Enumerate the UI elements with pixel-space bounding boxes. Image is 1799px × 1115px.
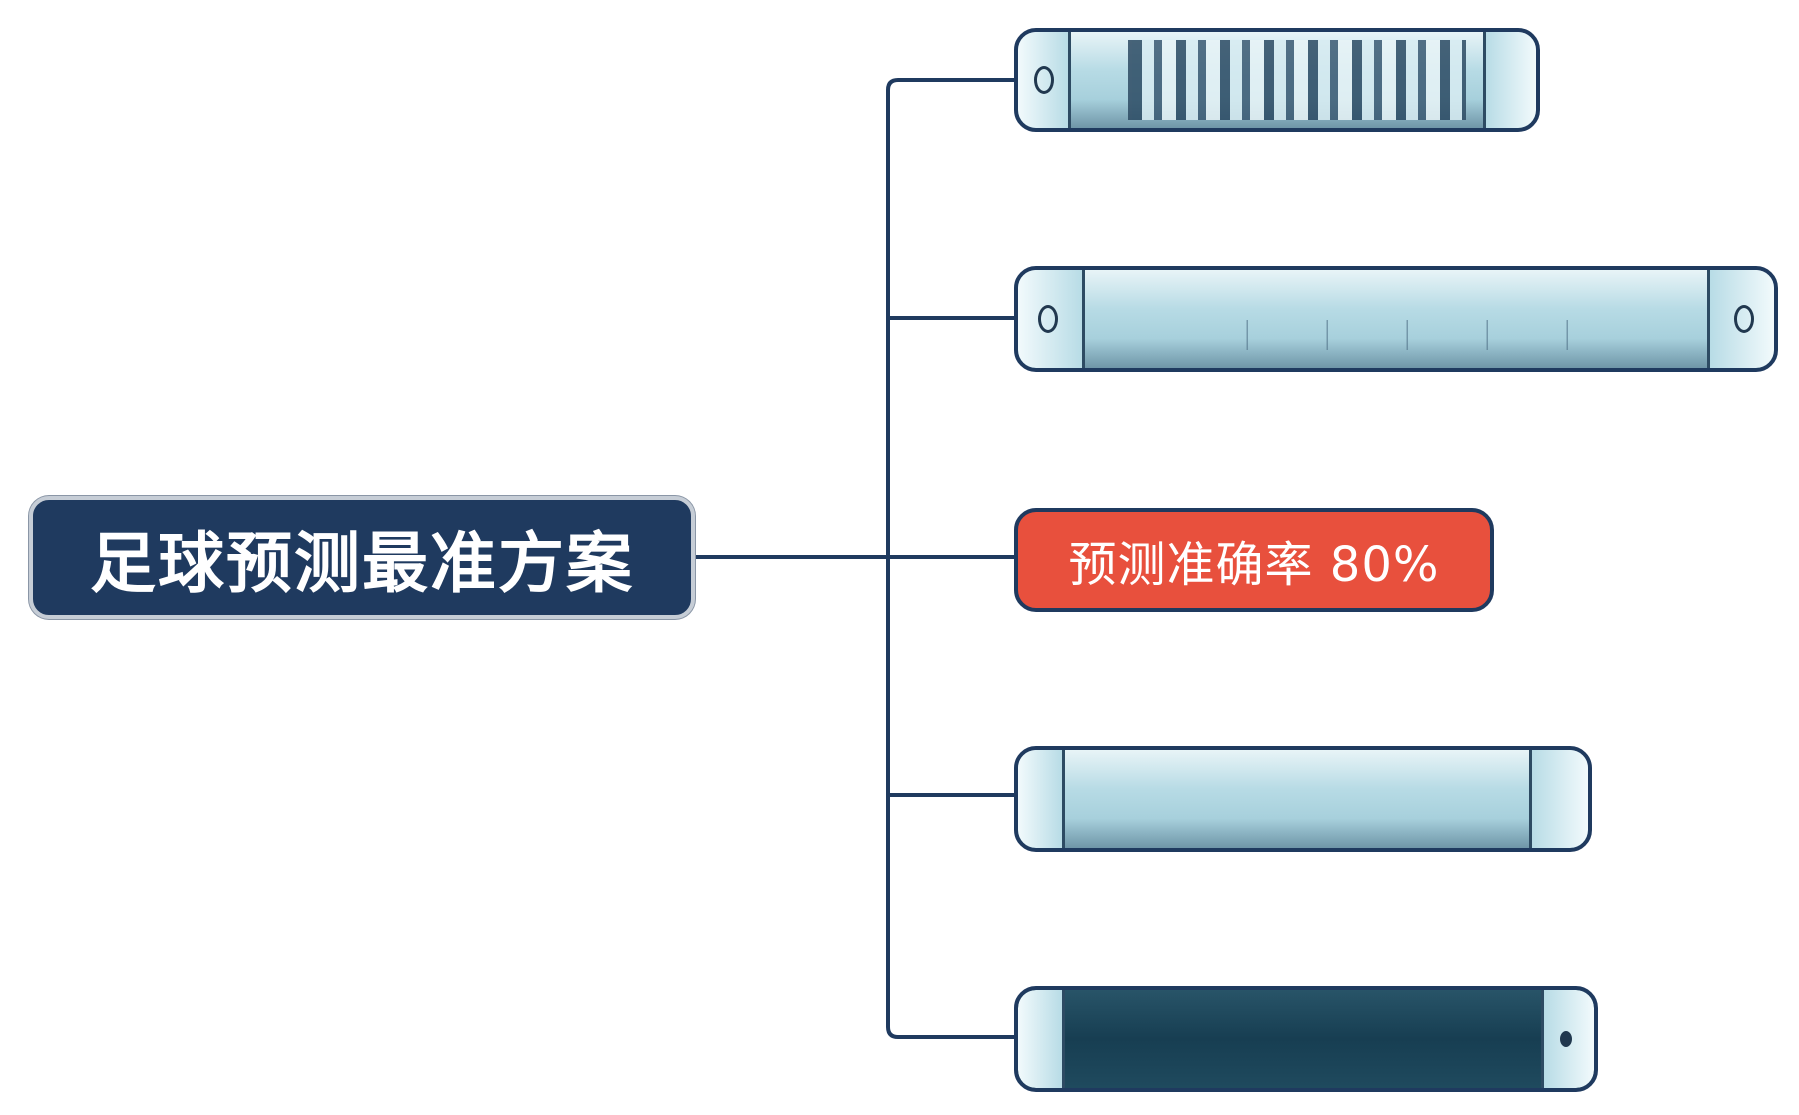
cap-dot-icon bbox=[1034, 66, 1054, 94]
cap-dot-icon bbox=[1734, 305, 1754, 333]
branch-node-2[interactable] bbox=[1014, 266, 1778, 372]
branch-node-4[interactable] bbox=[1014, 746, 1592, 852]
branch-node-5[interactable] bbox=[1014, 986, 1598, 1092]
root-node[interactable]: 足球预测最准方案 bbox=[29, 496, 695, 619]
bar-cap-right bbox=[1529, 750, 1588, 848]
root-label: 足球预测最准方案 bbox=[90, 524, 634, 602]
cap-dot-icon bbox=[1560, 1031, 1572, 1047]
bar-cap-left bbox=[1018, 750, 1065, 848]
illegible-pattern bbox=[1128, 40, 1466, 120]
cap-dot-icon bbox=[1038, 305, 1058, 333]
branch-node-1[interactable] bbox=[1014, 28, 1540, 132]
branch-label-3: 预测准确率 80% bbox=[1068, 537, 1440, 593]
bar-cap-right bbox=[1707, 270, 1774, 368]
branch-node-3[interactable]: 预测准确率 80% bbox=[1014, 508, 1494, 612]
bar-cap-left bbox=[1018, 270, 1085, 368]
bar-cap-left bbox=[1018, 32, 1071, 128]
bar-cap-right bbox=[1541, 990, 1594, 1088]
bar-cap-right bbox=[1483, 32, 1536, 128]
bar-cap-left bbox=[1018, 990, 1065, 1088]
bar-ticks bbox=[1168, 320, 1574, 350]
